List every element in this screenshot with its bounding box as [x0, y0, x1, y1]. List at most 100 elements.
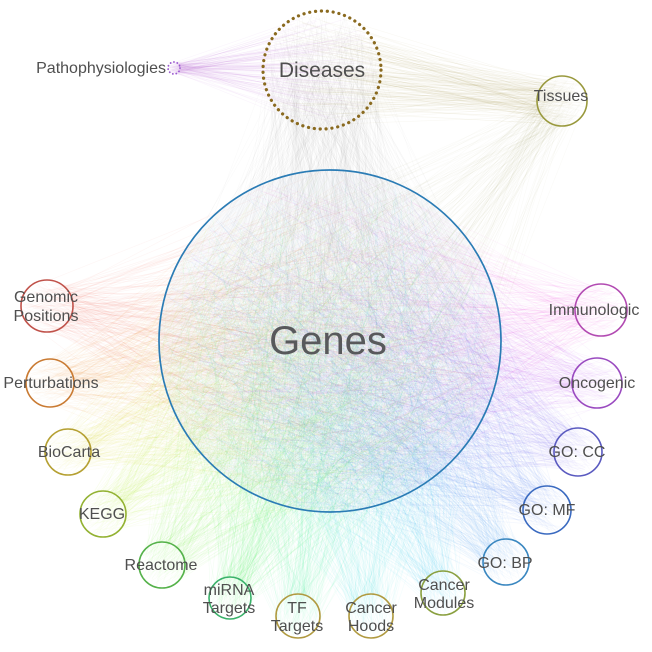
edge-line [66, 310, 422, 485]
edge-line [285, 31, 322, 346]
edge-line [355, 268, 447, 606]
edge-line [402, 447, 528, 510]
edge-line [370, 237, 373, 610]
edge-line [304, 114, 436, 310]
edge-line [177, 63, 330, 120]
edge-line [27, 302, 249, 381]
edge-line [390, 220, 435, 603]
edge-line [428, 368, 571, 445]
edge-line [49, 269, 458, 391]
edge-line [28, 375, 196, 434]
edge-line [221, 278, 558, 518]
node-genes[interactable] [158, 169, 502, 513]
edge-line [164, 410, 291, 549]
edge-line [428, 449, 578, 472]
edge-line [324, 24, 459, 282]
edge-line [471, 296, 500, 554]
node-go-bp[interactable] [482, 538, 530, 586]
edge-line [351, 324, 604, 400]
node-cancer-modules[interactable] [420, 570, 466, 616]
edge-line [377, 81, 549, 100]
edge-line [216, 74, 300, 268]
edge-line [316, 101, 339, 421]
edge-line [197, 449, 236, 581]
edge-line [225, 109, 337, 219]
edge-line [226, 462, 313, 587]
edge-line [336, 64, 422, 472]
edge-line [148, 491, 278, 566]
node-immunologic[interactable] [574, 283, 628, 337]
edge-line [306, 98, 550, 115]
edge-line [334, 55, 548, 106]
edge-line [40, 290, 494, 362]
edge-line [109, 367, 220, 506]
node-kegg[interactable] [79, 490, 127, 538]
edge-line [283, 464, 560, 498]
edge-line [35, 170, 325, 287]
edge-line [97, 285, 348, 508]
edge-line [240, 76, 311, 224]
edge-line [263, 472, 548, 493]
node-diseases[interactable] [261, 9, 383, 131]
edge-line [108, 212, 291, 496]
node-tf-targets[interactable] [275, 593, 321, 639]
edge-line [445, 279, 538, 526]
edge-line [175, 63, 317, 65]
edge-line [392, 368, 614, 440]
node-oncogenic[interactable] [571, 357, 623, 409]
edge-line [268, 31, 367, 279]
edge-line [274, 108, 331, 361]
edge-line [204, 325, 354, 605]
edge-line [31, 234, 222, 310]
edge-line [215, 306, 503, 573]
edge-line [113, 421, 256, 532]
node-biocarta[interactable] [44, 428, 92, 476]
edge-line [286, 14, 312, 329]
edge-line [396, 312, 586, 321]
edge-line [220, 379, 236, 593]
edge-line [307, 346, 496, 622]
edge-line [463, 337, 594, 446]
node-mirna-targets[interactable] [208, 576, 252, 620]
edge-line [327, 484, 493, 570]
edge-line [316, 115, 562, 383]
node-reactome[interactable] [138, 541, 186, 589]
edge-line [46, 250, 227, 295]
edge-line [445, 411, 448, 611]
edge-line [275, 64, 322, 285]
node-go-cc[interactable] [553, 427, 603, 477]
edge-line [103, 411, 241, 497]
node-pathophysiologies[interactable] [167, 61, 181, 75]
edge-line [191, 44, 364, 281]
node-cancer-hoods[interactable] [348, 593, 394, 639]
edge-line [75, 421, 421, 465]
edge-line [222, 74, 297, 251]
node-genomic-positions[interactable] [20, 279, 74, 333]
edge-line [445, 121, 558, 437]
edge-line [415, 440, 457, 585]
edge-line [150, 321, 321, 556]
edge-line [469, 299, 500, 554]
edge-line [54, 458, 346, 506]
edge-line [497, 368, 505, 559]
edge-line [276, 70, 366, 470]
edge-line [235, 235, 358, 590]
edge-line [386, 390, 521, 546]
node-perturbations[interactable] [25, 358, 75, 408]
edge-line [275, 64, 567, 118]
edge-line [91, 288, 302, 505]
node-tissues[interactable] [536, 75, 588, 127]
edge-line [72, 180, 386, 473]
edge-line [46, 360, 223, 446]
edge-line [226, 483, 341, 578]
edge-line [178, 45, 348, 70]
edge-line [160, 357, 182, 543]
node-go-mf[interactable] [522, 485, 572, 535]
edge-line [294, 90, 367, 376]
edge-line [314, 23, 402, 448]
edge-line [188, 385, 549, 511]
edge-line [50, 232, 314, 324]
edge-line [145, 327, 448, 557]
edge-line [343, 370, 441, 588]
edge-line [31, 292, 233, 331]
